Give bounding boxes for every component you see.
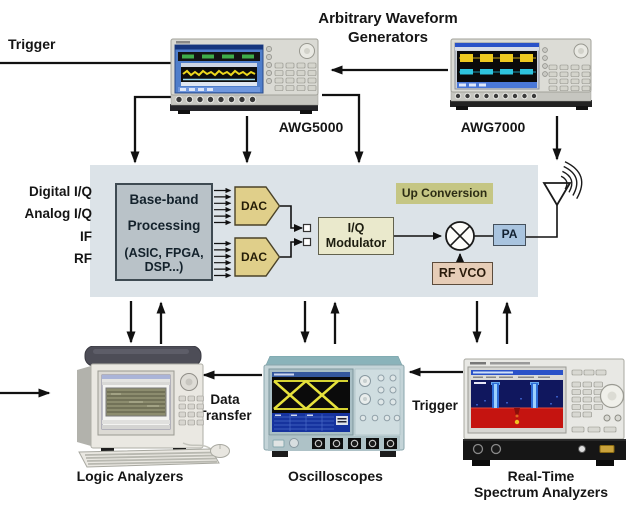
- baseband-processing-block: Base-band Processing (ASIC, FPGA, DSP...…: [115, 183, 213, 281]
- awg7000-photo: [448, 38, 594, 115]
- awg5000-label: AWG5000: [278, 119, 344, 135]
- signal-input-labels: Digital I/Q Analog I/Q IF RF: [14, 181, 93, 271]
- iq-modulator-line2: Modulator: [325, 236, 387, 250]
- rtsa-caption-line2: Spectrum Analyzers: [473, 484, 609, 501]
- baseband-line4: DSP...): [144, 260, 184, 274]
- baseband-line3: (ASIC, FPGA,: [124, 246, 204, 260]
- oscilloscopes-caption: Oscilloscopes: [288, 468, 383, 484]
- awg5000-photo: [168, 38, 322, 119]
- logic-analyzers-caption: Logic Analyzers: [76, 468, 184, 484]
- rtsa-caption-line1: Real-Time: [507, 468, 575, 484]
- antenna-icon: [542, 161, 583, 207]
- pa-block: PA: [493, 224, 526, 246]
- awg7000-label: AWG7000: [460, 119, 526, 135]
- signal-digital-iq: Digital I/Q: [28, 184, 92, 199]
- baseband-line2: Processing: [127, 218, 201, 233]
- trigger-bottom-label: Trigger: [412, 398, 458, 413]
- signal-if: IF: [80, 228, 92, 244]
- rtsa-caption: Real-Time Spectrum Analyzers: [455, 468, 627, 500]
- dac-bottom-label: DAC: [241, 250, 267, 264]
- spectrum-analyzer-drawing: [463, 358, 626, 466]
- rf-vco-block: RF VCO: [432, 262, 493, 285]
- awg7000-drawing: [450, 38, 592, 110]
- data-transfer-label: Data Transfer: [198, 392, 252, 423]
- baseband-line1: Base-band: [129, 192, 199, 207]
- trigger-top-label: Trigger: [8, 36, 56, 52]
- signal-rf: RF: [74, 251, 92, 267]
- page-title: Arbitrary Waveform Generators: [318, 10, 458, 46]
- arrow-awg5000-to-panel-left: [130, 95, 172, 164]
- logic-analyzer-drawing: [77, 345, 230, 468]
- iq-modulator-block: I/Q Modulator: [318, 217, 394, 255]
- spectrum-analyzer-photo: [462, 356, 627, 473]
- up-conversion-label-box: Up Conversion: [396, 183, 493, 204]
- dac-top-label: DAC: [241, 199, 267, 213]
- logic-analyzer-photo: [55, 345, 233, 473]
- oscilloscope-drawing: [263, 355, 405, 457]
- iq-modulator-line1: I/Q: [347, 221, 365, 235]
- awg5000-drawing: [170, 38, 319, 114]
- oscilloscope-photo: [260, 355, 408, 469]
- signal-analog-iq: Analog I/Q: [24, 206, 93, 222]
